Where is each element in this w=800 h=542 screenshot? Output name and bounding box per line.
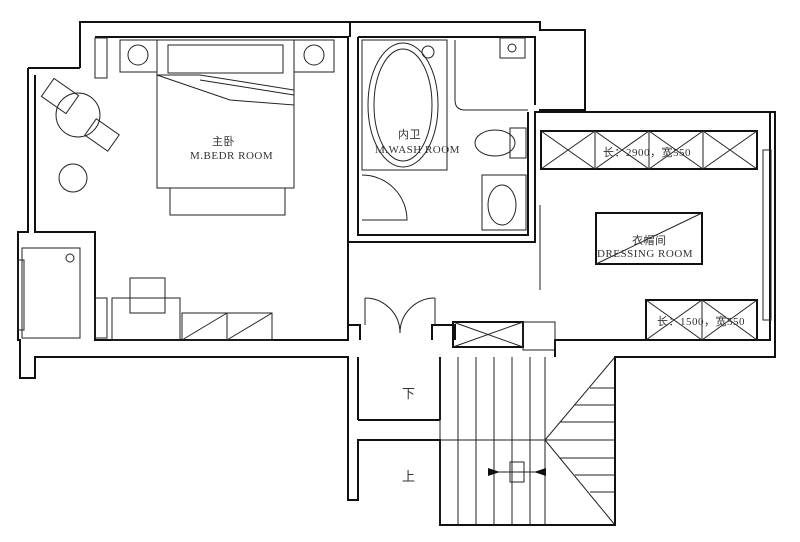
- wardrobe-top: [540, 130, 758, 170]
- shower: [454, 37, 528, 111]
- desk: [17, 247, 273, 341]
- bedroom-label-cn: 主卧: [212, 136, 235, 148]
- bed: [94, 37, 335, 216]
- stairs-up-label: 上: [402, 469, 416, 484]
- dressing-label-cn: 衣帽间: [632, 235, 667, 247]
- walls: [17, 21, 776, 526]
- wardrobe-bottom-dims: 长：1500，宽550: [657, 316, 745, 328]
- washroom-label-cn: 内卫: [398, 129, 421, 141]
- bathtub: [361, 39, 448, 171]
- bedroom-label-en: M.BEDR ROOM: [190, 150, 274, 162]
- stairs-down-label: 下: [402, 386, 416, 401]
- dressing-label-en: DRESSING ROOM: [597, 248, 694, 260]
- washroom-label-en: M.WASH ROOM: [375, 144, 460, 156]
- lounge-chair: [40, 77, 120, 193]
- toilet: [474, 127, 527, 231]
- bath-door-swing: [361, 174, 408, 221]
- cabinet: [452, 321, 556, 351]
- staircase: [439, 356, 616, 526]
- wardrobe-bottom: [645, 149, 772, 341]
- wardrobe-top-dims: 长：2900，宽550: [603, 147, 691, 159]
- island: [595, 212, 703, 265]
- double-door: [364, 297, 436, 334]
